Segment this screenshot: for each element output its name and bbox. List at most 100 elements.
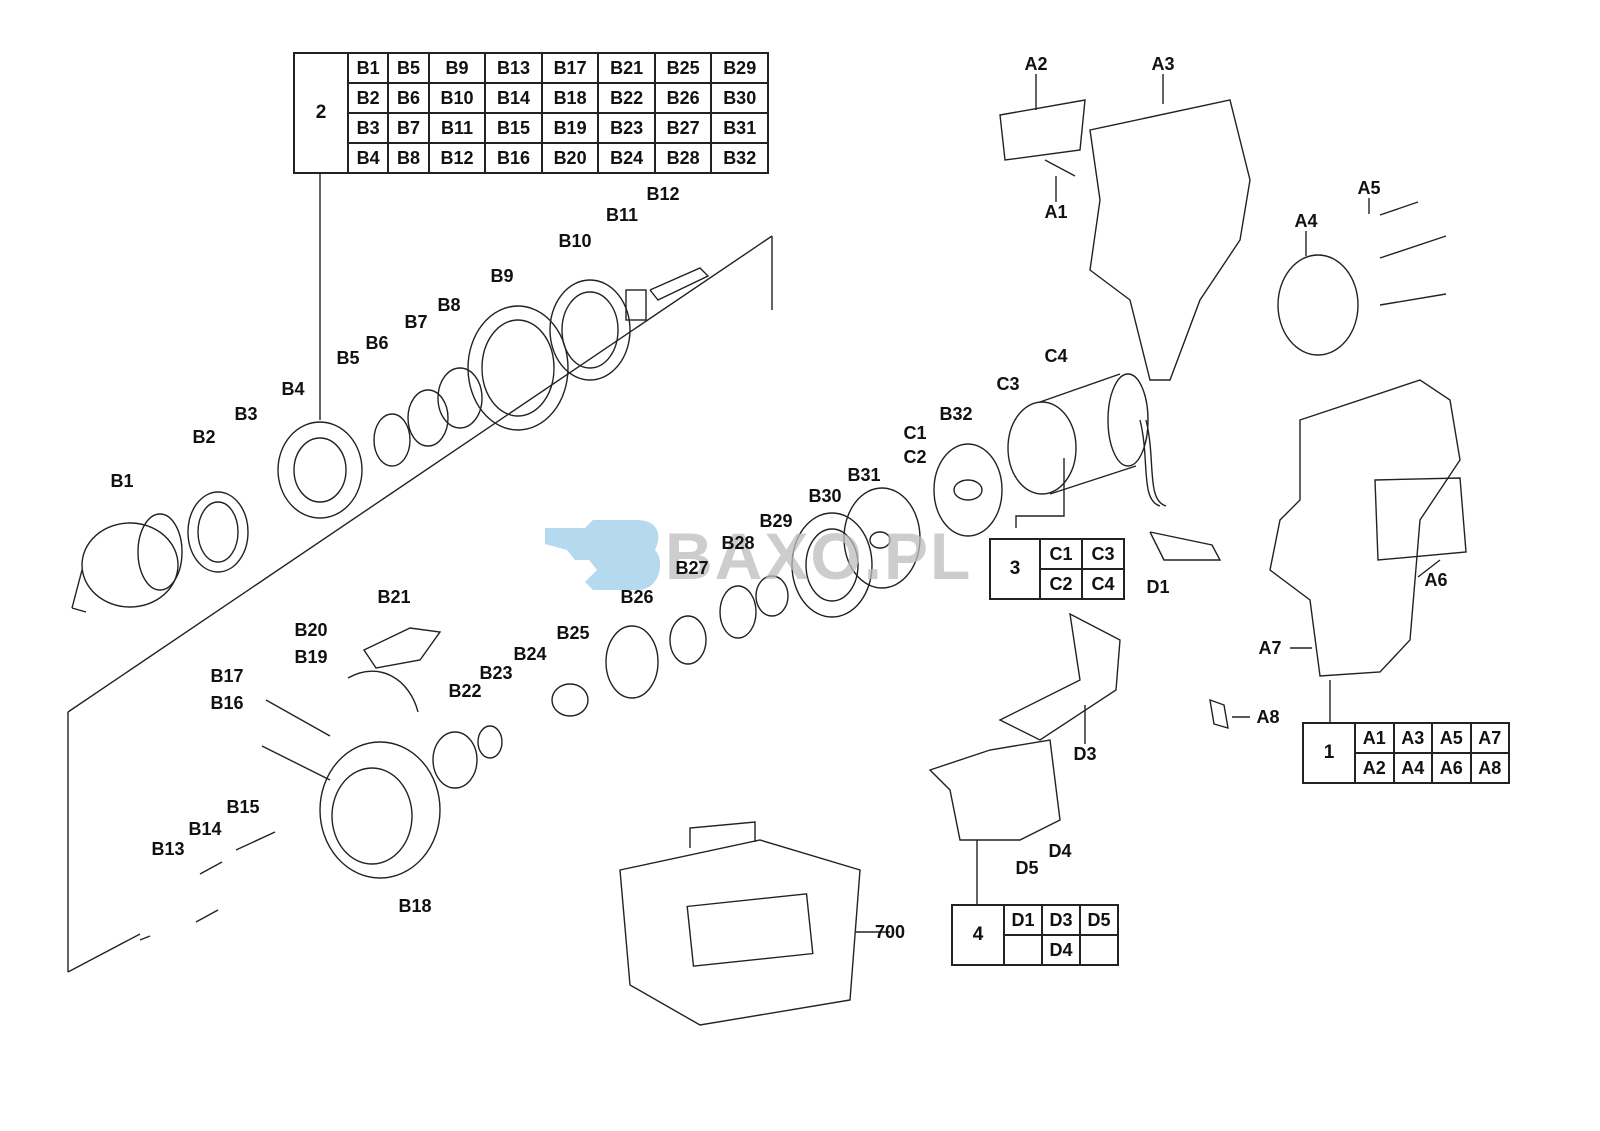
part-label-b19: B19 bbox=[294, 647, 328, 667]
part-700-case bbox=[619, 821, 861, 1026]
part-label-b7: B7 bbox=[404, 312, 428, 332]
group-number: 2 bbox=[293, 52, 349, 174]
group-part-cell: B17 bbox=[540, 52, 600, 84]
part-c4-motor bbox=[1007, 373, 1167, 507]
part-a3-left-housing bbox=[1089, 99, 1251, 381]
part-b22-cam bbox=[432, 731, 478, 789]
group-part-cell: B12 bbox=[427, 142, 487, 174]
part-label-b4: B4 bbox=[281, 379, 305, 399]
part-b32-plate bbox=[933, 443, 1003, 537]
group-number: 3 bbox=[989, 538, 1041, 600]
part-a5-screw bbox=[1379, 201, 1419, 216]
gearbox-boundary-bottom bbox=[67, 933, 141, 973]
group-part-cell: B23 bbox=[597, 112, 656, 144]
part-label-b17: B17 bbox=[210, 666, 244, 686]
part-b2-ring bbox=[187, 491, 249, 573]
group-part-cell: B32 bbox=[710, 142, 769, 174]
group-part-cell: D1 bbox=[1003, 904, 1043, 936]
part-label-700: 700 bbox=[874, 922, 906, 942]
part-label-d4: D4 bbox=[1048, 841, 1072, 861]
part-label-b10: B10 bbox=[558, 231, 592, 251]
part-b13-ball bbox=[139, 935, 151, 941]
part-a5-screw-2 bbox=[1379, 235, 1447, 259]
part-b12-spindle bbox=[649, 267, 710, 301]
part-b25-clutch bbox=[551, 683, 589, 717]
group-part-cell bbox=[1079, 934, 1119, 966]
group-part-cell: D5 bbox=[1079, 904, 1119, 936]
part-b5-housing bbox=[277, 421, 363, 519]
part-a5-screw-3 bbox=[1379, 293, 1447, 306]
part-b9-ring-gear bbox=[467, 305, 569, 431]
part-label-b3: B3 bbox=[234, 404, 258, 424]
group-part-cell bbox=[1003, 934, 1043, 966]
group-part-cell: B16 bbox=[484, 142, 543, 174]
group-part-cell: B30 bbox=[710, 82, 769, 114]
group-part-cell: B10 bbox=[427, 82, 487, 114]
group-part-cell: D3 bbox=[1041, 904, 1081, 936]
group-part-cell: D4 bbox=[1041, 934, 1081, 966]
part-b17-pin bbox=[265, 699, 331, 737]
part-d3-board bbox=[998, 612, 1121, 741]
group-part-cell: B26 bbox=[653, 82, 713, 114]
group-part-cell: B6 bbox=[387, 82, 430, 114]
part-b31-washer bbox=[843, 487, 921, 589]
part-label-b25: B25 bbox=[556, 623, 590, 643]
group-part-cell: B31 bbox=[710, 112, 769, 144]
part-label-b31: B31 bbox=[847, 465, 881, 485]
group-part-cell: A3 bbox=[1392, 722, 1433, 754]
part-b28-gear bbox=[719, 585, 757, 639]
group-part-cell: B3 bbox=[346, 112, 390, 144]
part-label-b14: B14 bbox=[188, 819, 222, 839]
part-b1-chuck bbox=[71, 513, 183, 613]
part-label-b23: B23 bbox=[479, 663, 513, 683]
group-part-cell: A6 bbox=[1431, 752, 1472, 784]
part-label-b15: B15 bbox=[226, 797, 260, 817]
group-part-cell: B24 bbox=[597, 142, 656, 174]
gearbox-boundary-top bbox=[67, 235, 773, 713]
part-label-c1: C1 bbox=[903, 423, 927, 443]
part-b8-ring bbox=[437, 367, 483, 429]
drill-logo-icon bbox=[545, 520, 661, 590]
part-label-b28: B28 bbox=[721, 533, 755, 553]
part-b30-ring bbox=[791, 512, 873, 618]
part-label-d1: D1 bbox=[1146, 577, 1170, 597]
group-part-cell: B19 bbox=[540, 112, 600, 144]
group-number: 4 bbox=[951, 904, 1005, 966]
group-3-leader bbox=[1015, 458, 1065, 528]
group-part-cell: B29 bbox=[710, 52, 769, 84]
part-a2-label bbox=[999, 99, 1086, 161]
group-part-cell: C3 bbox=[1081, 538, 1125, 570]
group-part-cell: A5 bbox=[1431, 722, 1472, 754]
group-part-cell: B18 bbox=[540, 82, 600, 114]
group-part-cell: B4 bbox=[346, 142, 390, 174]
part-label-b27: B27 bbox=[675, 558, 709, 578]
group-part-cell: B14 bbox=[484, 82, 543, 114]
group-part-cell: C4 bbox=[1081, 568, 1125, 600]
group-part-cell: B22 bbox=[597, 82, 656, 114]
part-label-b29: B29 bbox=[759, 511, 793, 531]
group-part-cell: C1 bbox=[1039, 538, 1083, 570]
part-label-b16: B16 bbox=[210, 693, 244, 713]
part-b15-pin bbox=[235, 831, 276, 851]
group-part-cell: B9 bbox=[427, 52, 487, 84]
part-label-b13: B13 bbox=[151, 839, 185, 859]
part-label-c3: C3 bbox=[996, 374, 1020, 394]
part-a4-cover bbox=[1277, 254, 1359, 356]
part-label-c2: C2 bbox=[903, 447, 927, 467]
group-part-cell: A1 bbox=[1354, 722, 1395, 754]
part-b27-gear bbox=[669, 615, 707, 665]
part-b20-spring bbox=[347, 670, 419, 713]
part-a6-label bbox=[1374, 477, 1467, 561]
group-part-cell: C2 bbox=[1039, 568, 1083, 600]
part-label-a5: A5 bbox=[1357, 178, 1381, 198]
group-part-cell: B2 bbox=[346, 82, 390, 114]
group-part-cell: B15 bbox=[484, 112, 543, 144]
group-part-cell: B13 bbox=[484, 52, 543, 84]
group-part-cell: B5 bbox=[387, 52, 430, 84]
group-part-cell: B1 bbox=[346, 52, 390, 84]
group-part-cell: B27 bbox=[653, 112, 713, 144]
part-label-b26: B26 bbox=[620, 587, 654, 607]
part-label-a4: A4 bbox=[1294, 211, 1318, 231]
